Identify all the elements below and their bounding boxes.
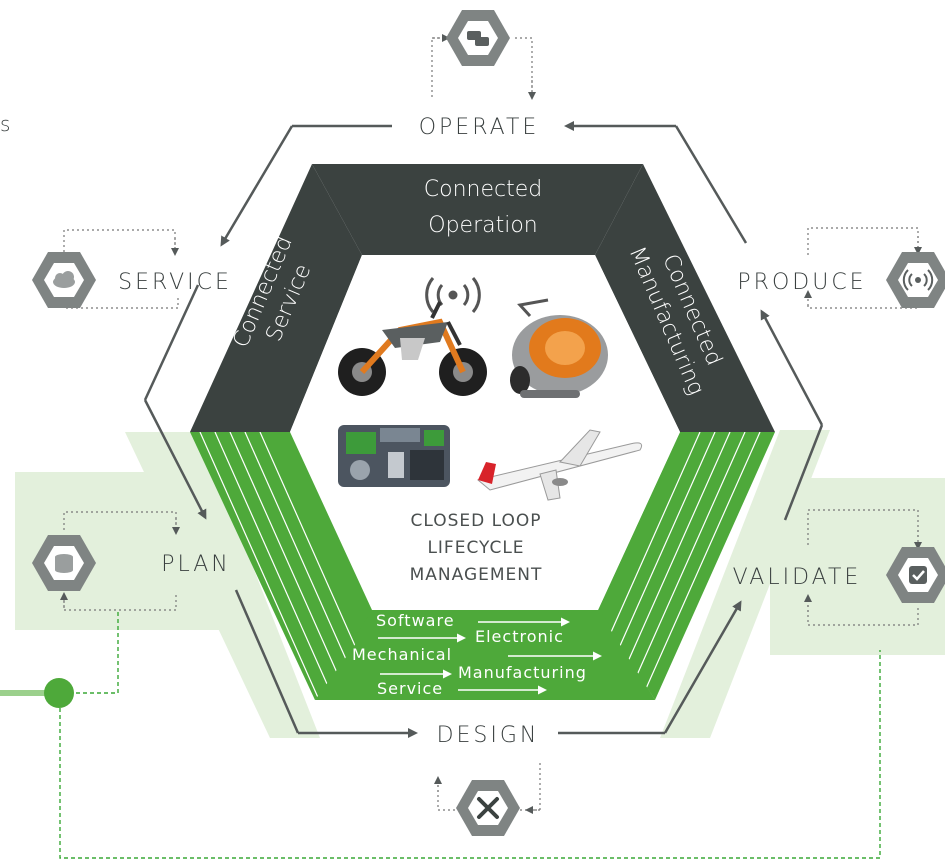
vacuum-cleaner-image xyxy=(510,298,608,398)
cloud-wrench-icon xyxy=(32,252,96,308)
connected-operation-segment xyxy=(312,164,643,255)
connected-manufacturing-segment xyxy=(595,164,775,432)
arrow-validate-lower xyxy=(783,424,824,521)
arrow-service-to-plan xyxy=(143,284,200,401)
connected-operation-line1: Connected xyxy=(424,177,542,202)
arrow-plan-to-design xyxy=(234,589,300,734)
stage-plan: PLAN xyxy=(161,552,231,577)
operate-loop xyxy=(431,37,533,100)
stage-design: DESIGN xyxy=(437,723,540,748)
validate-loop xyxy=(807,509,919,626)
airplane-image xyxy=(476,429,643,501)
feedback-loop xyxy=(59,612,881,859)
cars-icon xyxy=(446,10,510,66)
discipline-mechanical: Mechanical xyxy=(352,645,452,664)
arrow-operate-to-service-diag xyxy=(220,125,294,247)
connected-operation-line2: Operation xyxy=(428,213,537,238)
plan-loop xyxy=(63,511,177,611)
discipline-manufacturing: Manufacturing xyxy=(458,663,587,682)
disciplines-segment xyxy=(315,610,655,700)
broadcast-icon xyxy=(886,252,945,308)
engine-image xyxy=(338,425,450,487)
stage-operate: OPERATE xyxy=(419,115,540,140)
validate-band xyxy=(770,478,945,655)
stage-produce: PRODUCE xyxy=(737,270,866,295)
checkmark-icon xyxy=(886,547,945,603)
center-line3: MANAGEMENT xyxy=(410,565,543,585)
database-icon xyxy=(32,535,96,591)
stage-service: SERVICE xyxy=(118,270,232,295)
arrow-produce-to-operate-diag xyxy=(674,125,748,244)
tools-icon xyxy=(456,780,520,836)
arrow-validate-to-produce xyxy=(760,309,824,426)
discipline-service: Service xyxy=(377,679,443,698)
left-edge-fragment: s xyxy=(0,112,10,136)
discipline-electronic: Electronic xyxy=(475,627,564,646)
connected-service-segment xyxy=(190,164,362,432)
motorcycle-image xyxy=(338,301,487,396)
feedback-node xyxy=(44,678,74,708)
discipline-software: Software xyxy=(376,611,455,630)
left-diagonal-band xyxy=(125,432,320,738)
left-green-segment xyxy=(190,432,380,700)
center-line1: CLOSED LOOP xyxy=(410,511,541,531)
center-line2: LIFECYCLE xyxy=(427,538,524,558)
arrow-design-to-validate xyxy=(663,600,742,734)
arrow-service-to-plan-2 xyxy=(143,399,207,520)
left-streaks xyxy=(199,432,380,700)
stage-validate: VALIDATE xyxy=(733,565,862,590)
